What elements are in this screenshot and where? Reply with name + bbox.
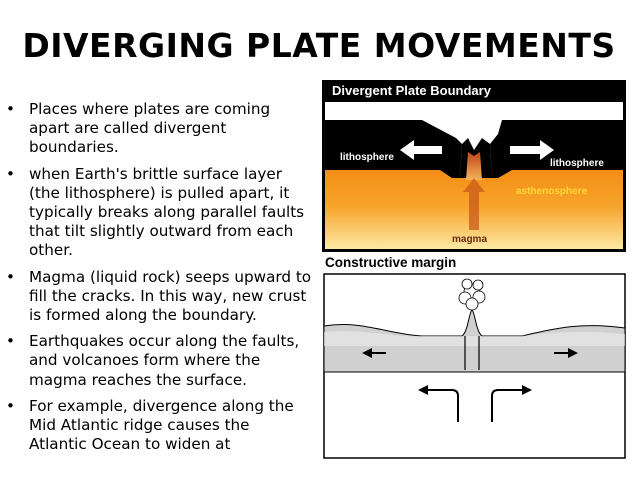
label-lithosphere-left: lithosphere: [340, 152, 394, 163]
arrow-left-icon: [400, 140, 442, 160]
label-asthenosphere: asthenosphere: [516, 186, 588, 197]
magma-plume: [466, 152, 482, 180]
label-magma: magma: [452, 234, 487, 245]
bullet-text: Magma (liquid rock) seeps upward to fill…: [29, 267, 312, 325]
bullet-item: • Magma (liquid rock) seeps upward to fil…: [6, 268, 312, 326]
label-lithosphere-right: lithosphere: [550, 158, 604, 169]
slide-title: DIVERGING PLATE MOVEMENTS: [22, 26, 616, 65]
rift-walls: [464, 336, 480, 370]
bullet-text: Places where plates are coming apart are…: [29, 100, 271, 157]
constructive-margin-diagram: [323, 273, 626, 459]
bullet-list: • Places where plates are coming apart ar…: [6, 100, 312, 461]
arrow-right-icon: [510, 140, 554, 160]
arrow-left-icon: [362, 348, 386, 358]
bullet-icon: •: [6, 396, 15, 415]
bullet-text: Earthquakes occur along the faults, and …: [29, 332, 300, 389]
bullet-text: For example, divergence along the Mid At…: [29, 396, 294, 454]
bullet-text: when Earth's brittle surface layer (the …: [29, 164, 305, 260]
left-plate: [325, 120, 462, 178]
bullet-icon: •: [6, 267, 15, 286]
eruption-cloud-icon: [458, 278, 486, 311]
figure1-title: Divergent Plate Boundary: [332, 83, 492, 98]
convection-left-arrow-icon: [418, 385, 459, 422]
bullet-icon: •: [6, 332, 15, 351]
arrow-right-icon: [554, 348, 578, 358]
divergent-boundary-diagram: Divergent Plate Boundary lithosphere lit…: [322, 80, 626, 252]
bullet-item: • when Earth's brittle surface layer (the…: [6, 165, 312, 261]
bullet-icon: •: [6, 164, 15, 183]
bullet-item: • Earthquakes occur along the faults, and…: [6, 332, 312, 390]
bullet-item: • For example, divergence along the Mid A…: [6, 397, 312, 455]
right-plate: [490, 120, 623, 178]
bullet-item: • Places where plates are coming apart ar…: [6, 100, 312, 158]
bullet-icon: •: [6, 100, 15, 118]
magma-up-arrow-icon: [463, 178, 485, 230]
figure2-caption: Constructive margin: [325, 255, 457, 270]
convection-right-arrow-icon: [491, 385, 532, 422]
ocean-layer: [324, 331, 625, 346]
